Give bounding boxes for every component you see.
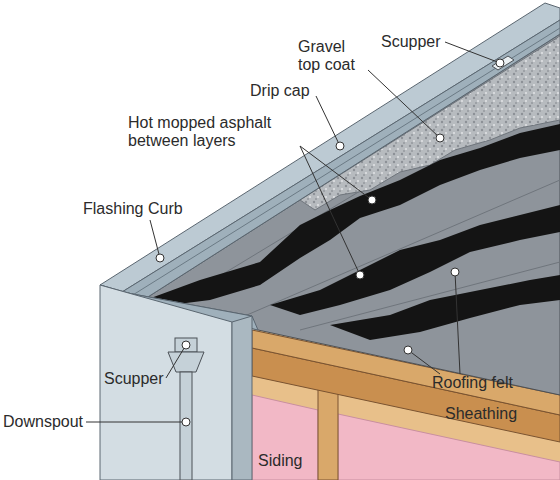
part-label: Drip cap (250, 82, 310, 100)
downspout-symbol (168, 352, 204, 480)
leader-lines (445, 42, 500, 63)
scupper-symbol (175, 338, 197, 352)
leader-lines (300, 146, 372, 200)
leader-lines (166, 345, 186, 378)
part-label: Siding (258, 452, 302, 470)
parapet-wall (128, 28, 560, 298)
leader-dots (451, 268, 459, 276)
wood-framing (318, 380, 338, 480)
leader-dots (356, 271, 364, 279)
leader-dots (496, 59, 504, 67)
leader-dots (156, 254, 164, 262)
parapet-wall (100, 3, 560, 480)
leader-dots (436, 134, 444, 142)
leader-dots (336, 142, 344, 150)
leader-dots (182, 418, 190, 426)
roof-layers (330, 275, 560, 340)
wood-framing (252, 395, 318, 480)
part-label: Scupper (104, 370, 164, 388)
leader-lines (455, 272, 460, 374)
parapet-wall (100, 285, 232, 480)
part-label: Sheathing (445, 405, 517, 423)
leader-lines (316, 96, 340, 146)
leader-dots (404, 346, 412, 354)
leader-dots (182, 341, 190, 349)
leader-lines (150, 220, 160, 258)
leader-lines (408, 350, 440, 374)
part-label: Flashing Curb (83, 200, 183, 218)
part-label: Downspout (3, 413, 83, 431)
parapet-wall (100, 3, 560, 292)
part-label: Gravel top coat (298, 38, 368, 74)
parapet-wall (122, 20, 560, 302)
scupper-symbol (492, 56, 514, 70)
parapet-wall (232, 316, 252, 480)
leader-lines (86, 422, 186, 423)
leader-dots (368, 196, 376, 204)
leader-lines (86, 42, 500, 422)
leader-lines (300, 146, 360, 275)
part-label: Hot mopped asphalt between layers (128, 114, 303, 150)
part-label: Roofing felt (432, 374, 513, 392)
scupper-symbol (175, 56, 514, 352)
downspout-symbol (168, 352, 204, 372)
part-label: Scupper (381, 33, 441, 51)
leader-lines (368, 70, 440, 138)
downspout-symbol (180, 372, 192, 480)
